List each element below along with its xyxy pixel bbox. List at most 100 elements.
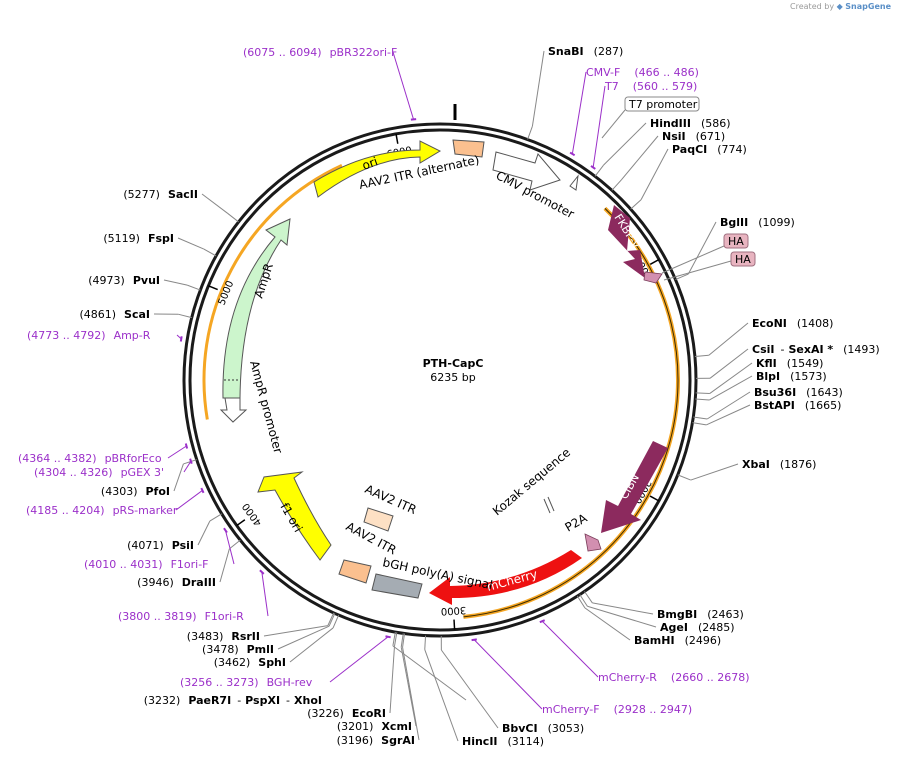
enzyme-pos: (1099) — [758, 216, 795, 229]
enzyme-label-DraIII[interactable]: (3946)DraIII — [137, 576, 216, 589]
primer-label-F1ori-R[interactable]: (3800 .. 3819)F1ori-R — [118, 610, 244, 623]
bgh-polya-box[interactable] — [371, 573, 423, 599]
enzyme-label-NsiI[interactable]: NsiI(671) — [662, 130, 725, 143]
primer-label-pRS-marker[interactable]: (4185 .. 4204)pRS-marker — [26, 504, 178, 517]
enzyme-tick-PvuI — [187, 284, 201, 291]
enzyme-label-PmlI[interactable]: (3478)PmlI — [202, 643, 274, 656]
enzyme-label-BamHI[interactable]: BamHI(2496) — [634, 634, 721, 647]
enzyme-leader-Bsu36I — [706, 391, 751, 420]
enzyme-label-BlpI[interactable]: BlpI(1573) — [756, 370, 827, 383]
enzyme-label-SphI[interactable]: (3462)SphI — [214, 656, 286, 669]
enzyme-leader-BlpI — [709, 375, 753, 401]
primer-name: T7 — [604, 80, 619, 93]
t7-promoter-tag: T7 promoter — [601, 96, 700, 139]
enzyme-label-PsiI[interactable]: (4071)PsiI — [127, 539, 194, 552]
enzyme-tick-SacII — [227, 212, 239, 223]
cmv-promoter-arrow[interactable] — [492, 151, 561, 191]
enzyme-pos: (1665) — [805, 399, 842, 412]
enzyme-pos: (1408) — [797, 317, 834, 330]
primer-label-BGH-rev[interactable]: (3256 .. 3273) BGH-rev — [180, 676, 313, 689]
primer-range: (3256 .. 3273) — [180, 676, 259, 689]
aav2-itr-box-2[interactable] — [363, 507, 394, 532]
enzyme-pos: (287) — [594, 45, 624, 58]
tick-mark-4000 — [236, 519, 246, 527]
cibn-arrow[interactable] — [601, 441, 668, 533]
f1-ori-arrow[interactable] — [257, 471, 332, 561]
tick-mark-2000 — [649, 495, 660, 502]
enzyme-label-XbaI[interactable]: XbaI(1876) — [742, 458, 816, 471]
enzyme-label-BstAPI[interactable]: BstAPI(1665) — [754, 399, 841, 412]
primer-name: BGH-rev — [267, 676, 313, 689]
enzyme-label-HincII[interactable]: HincII(3114) — [462, 735, 544, 748]
fkbp-v-arrow[interactable] — [608, 205, 645, 278]
enzyme-label-SacII[interactable]: (5277)SacII — [123, 188, 198, 201]
enzyme-label-PfoI[interactable]: (4303)PfoI — [101, 485, 170, 498]
enzyme-label-KflI[interactable]: KflI(1549) — [756, 357, 823, 370]
ori-arrow[interactable] — [313, 140, 442, 198]
ampr-arrow[interactable] — [222, 218, 291, 399]
enzyme-label-HindIII[interactable]: HindIII(586) — [650, 117, 731, 130]
enzyme-label-SnaBI[interactable]: SnaBI(287) — [548, 45, 623, 58]
orf-arc-ampr — [202, 163, 343, 420]
primer-mark-CMV-F — [569, 151, 576, 157]
tick-label-5000: 5000 — [217, 279, 237, 307]
aav2-itr-box-1[interactable] — [338, 559, 372, 584]
enzyme-label-EcoRI[interactable]: (3226)EcoRI — [307, 707, 386, 720]
enzyme-tick-PmlI — [328, 613, 336, 627]
enzyme-label-AgeI[interactable]: AgeI(2485) — [660, 621, 735, 634]
enzyme-label-ScaI[interactable]: (4861)ScaI — [79, 308, 150, 321]
tick-mark-5000 — [208, 285, 218, 291]
enzyme-label-FspI[interactable]: (5119)FspI — [103, 232, 174, 245]
enzyme-label-BbvCI[interactable]: BbvCI(3053) — [502, 722, 584, 735]
enzyme-name: NsiI — [662, 130, 686, 143]
enzyme-pos: (2485) — [698, 621, 735, 634]
ha-label-2: HA — [735, 253, 751, 266]
p2a-arrow[interactable] — [584, 533, 602, 552]
enzyme-label-RsrII[interactable]: (3483)RsrII — [187, 630, 260, 643]
primer-label-mCherry-R[interactable]: mCherry-R(2660 .. 2678) — [598, 671, 749, 684]
tick-label-3000: 3000 — [440, 604, 466, 616]
enzyme-label-Bsu36I[interactable]: Bsu36I(1643) — [754, 386, 843, 399]
ha-feature-1 — [643, 271, 663, 284]
primer-label-T7[interactable]: T7(560 .. 579) — [604, 80, 697, 93]
enzyme-label-XcmI[interactable]: (3201)XcmI — [337, 720, 412, 733]
enzyme-label-BmgBI[interactable]: BmgBI(2463) — [657, 608, 744, 621]
enzyme-label-PaqCI[interactable]: PaqCI(774) — [672, 143, 747, 156]
enzyme-label-CsiI[interactable]: CsiI-SexAI *(1493) — [752, 343, 880, 356]
primer-label-pBRforEco[interactable]: (4364 .. 4382)pBRforEco — [18, 452, 162, 465]
primer-label-F1ori-F[interactable]: (4010 .. 4031)F1ori-F — [84, 558, 209, 571]
enzyme-name: PmlI — [247, 643, 274, 656]
enzyme-label-PvuI[interactable]: (4973)PvuI — [88, 274, 160, 287]
credit-brand: SnapGene — [845, 2, 891, 11]
primer-label-pBR322ori-F[interactable]: (6075 .. 6094)pBR322ori-F — [243, 46, 397, 59]
enzyme-label-SgrAI[interactable]: (3196)SgrAI — [337, 734, 415, 747]
enzyme-tick-PaeR7I — [392, 631, 396, 646]
enzyme-leader-PvuI — [163, 279, 188, 286]
enzyme-name: BbvCI — [502, 722, 538, 735]
kozak-label: Kozak sequence — [490, 445, 573, 518]
enzyme-label-PaeR7I[interactable]: (3232)PaeR7I-PspXI-XhoI — [144, 694, 322, 707]
enzyme-sites: SnaBI(287) HindIII(586)NsiI(671)PaqCI(774… — [79, 45, 879, 748]
enzyme-tick-HincII — [424, 635, 427, 650]
primer-label-mCherry-F[interactable]: mCherry-F(2928 .. 2947) — [542, 703, 692, 716]
enzyme-label-EcoNI[interactable]: EcoNI(1408) — [752, 317, 833, 330]
enzyme-label-BglII[interactable]: BglII(1099) — [720, 216, 795, 229]
primer-label-pGEX 3'[interactable]: (4304 .. 4326)pGEX 3' — [34, 466, 164, 479]
primer-label-Amp-R[interactable]: (4773 .. 4792)Amp-R — [27, 329, 151, 342]
enzyme-tick-XbaI — [677, 474, 691, 481]
enzyme-name-3: XhoI — [294, 694, 322, 707]
aav2-itr-alt-box[interactable] — [452, 139, 485, 158]
enzyme-leader-BmgBI — [592, 602, 654, 615]
primer-leader-pBR322ori-F — [392, 51, 414, 120]
enzyme-leader-PsiI — [197, 520, 211, 546]
primer-range: (2660 .. 2678) — [671, 671, 750, 684]
primer-label-CMV-F[interactable]: CMV-F(466 .. 486) — [586, 66, 699, 79]
primer-range: (6075 .. 6094) — [243, 46, 322, 59]
ampr-promoter-arrow[interactable] — [219, 397, 248, 423]
primer-mark-F1ori-F — [223, 527, 228, 534]
enzyme-leader-HindIII — [603, 122, 647, 166]
backbone-inner — [188, 128, 692, 632]
enzyme-pos: (2463) — [707, 608, 744, 621]
mcherry-arrow[interactable] — [429, 550, 582, 605]
